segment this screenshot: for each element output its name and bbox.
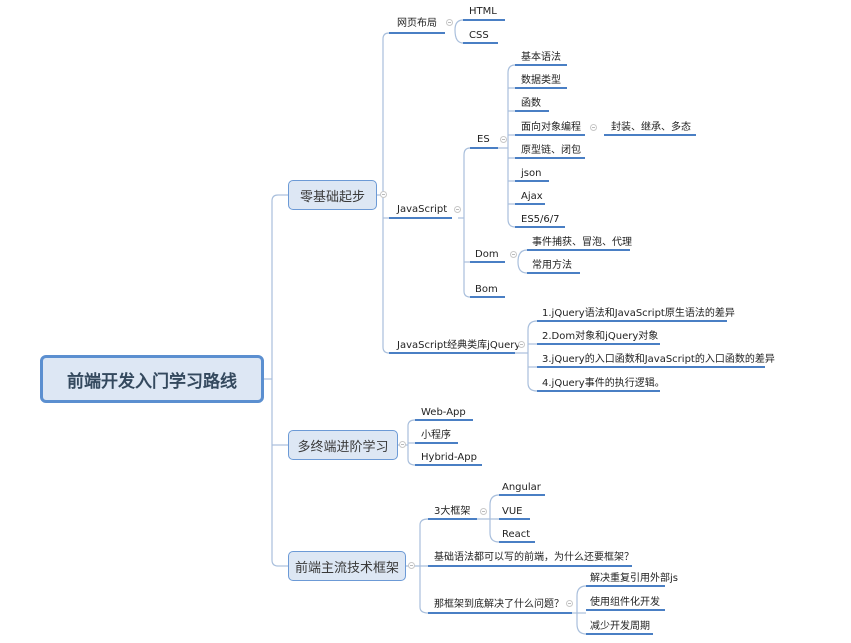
dom-item[interactable]: 事件捕获、冒泡、代理 [532,237,632,248]
jquery-item[interactable]: 4.jQuery事件的执行逻辑。 [542,378,665,389]
node-what-solved[interactable]: 那框架到底解决了什么问题？ [434,599,564,610]
jquery-item[interactable]: 2.Dom对象和jQuery对象 [542,331,659,342]
solve-item[interactable]: 解决重复引用外部js [590,573,678,584]
jquery-item[interactable]: 3.jQuery的入口函数和JavaScript的入口函数的差异 [542,354,775,365]
node-layout[interactable]: 网页布局 [397,18,437,29]
collapse-icon[interactable] [380,191,387,198]
es-item[interactable]: Ajax [521,191,543,202]
node-bom[interactable]: Bom [475,284,498,295]
collapse-icon[interactable] [500,136,507,143]
collapse-icon[interactable] [566,600,573,607]
node-css[interactable]: CSS [469,30,489,41]
node-html[interactable]: HTML [469,6,497,17]
branch-frameworks[interactable]: 前端主流技术框架 [288,551,406,581]
collapse-icon[interactable] [518,341,525,348]
framework-item[interactable]: React [502,529,531,540]
dom-item[interactable]: 常用方法 [532,260,572,271]
es-item[interactable]: ES5/6/7 [521,214,560,225]
node-why-frameworks[interactable]: 基础语法都可以写的前端，为什么还要框架？ [434,552,634,563]
multi-item[interactable]: 小程序 [421,430,451,441]
collapse-icon[interactable] [446,19,453,26]
root-node[interactable]: 前端开发入门学习路线 [40,355,264,403]
es-item[interactable]: json [521,168,542,179]
branch-label: 前端主流技术框架 [294,560,399,576]
multi-item[interactable]: Hybrid-App [421,452,477,463]
oop-detail[interactable]: 封装、继承、多态 [611,122,691,133]
node-dom[interactable]: Dom [475,249,499,260]
multi-item[interactable]: Web-App [421,407,466,418]
solve-item[interactable]: 使用组件化开发 [590,597,660,608]
es-item[interactable]: 基本语法 [521,52,561,63]
node-three-frameworks[interactable]: 3大框架 [434,506,471,517]
jquery-item[interactable]: 1.jQuery语法和JavaScript原生语法的差异 [542,308,735,319]
collapse-icon[interactable] [590,124,597,131]
branch-multi-terminal[interactable]: 多终端进阶学习 [288,430,398,460]
collapse-icon[interactable] [454,206,461,213]
branch-label: 多终端进阶学习 [297,439,389,455]
collapse-icon[interactable] [399,441,406,448]
node-jquery[interactable]: JavaScript经典类库jQuery [397,340,521,351]
es-item[interactable]: 原型链、闭包 [521,145,581,156]
node-javascript[interactable]: JavaScript [397,204,448,215]
branch-label: 零基础起步 [299,189,365,205]
framework-item[interactable]: Angular [502,482,541,493]
collapse-icon[interactable] [408,562,415,569]
root-label: 前端开发入门学习路线 [67,371,237,392]
collapse-icon[interactable] [510,251,517,258]
solve-item[interactable]: 减少开发周期 [590,621,650,632]
es-item[interactable]: 数据类型 [521,75,561,86]
es-item[interactable]: 函数 [521,98,541,109]
es-item[interactable]: 面向对象编程 [521,122,581,133]
framework-item[interactable]: VUE [502,506,523,517]
node-es[interactable]: ES [477,134,490,145]
collapse-icon[interactable] [480,508,487,515]
branch-zero-basics[interactable]: 零基础起步 [288,180,377,210]
